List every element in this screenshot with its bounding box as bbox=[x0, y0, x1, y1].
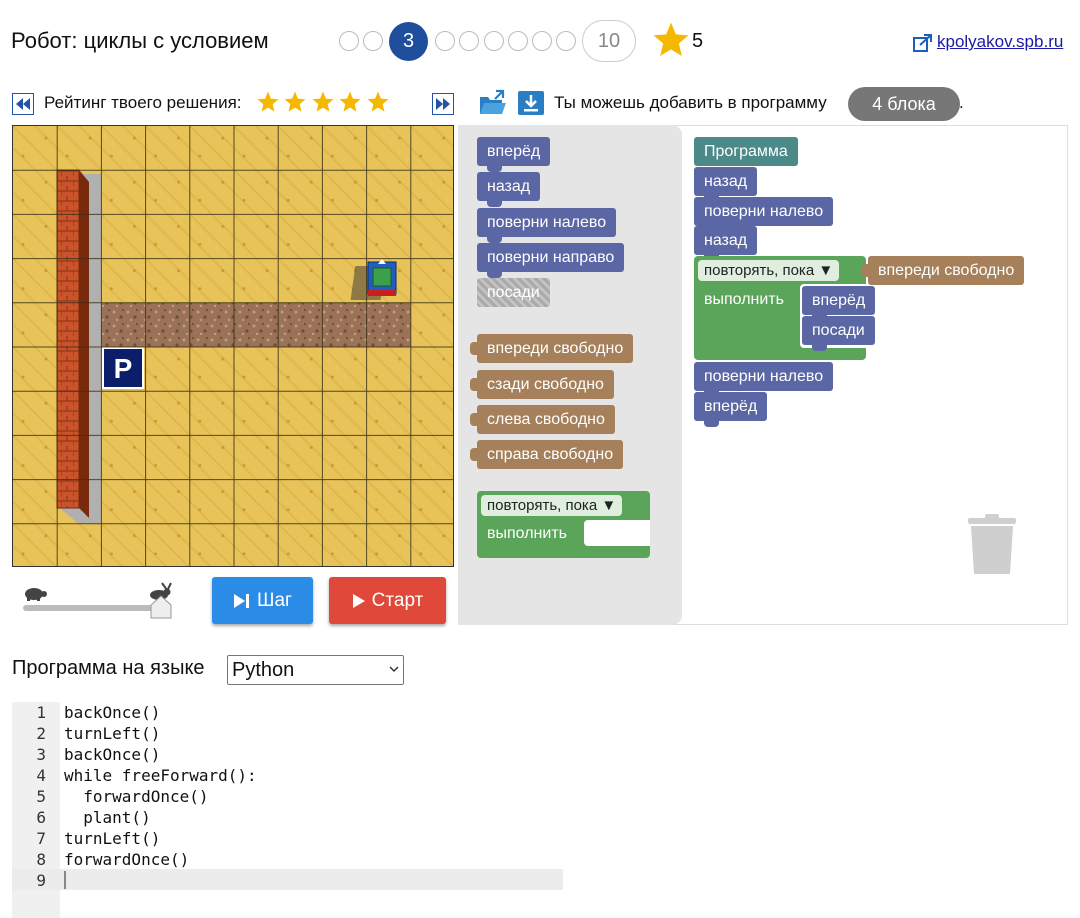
star-icon bbox=[653, 22, 689, 56]
star-icon bbox=[284, 91, 306, 112]
play-icon bbox=[352, 593, 365, 608]
score-value: 5 bbox=[692, 30, 704, 52]
next-level-button[interactable] bbox=[432, 93, 454, 115]
toolbox-block-back[interactable]: назад bbox=[477, 172, 541, 207]
line-number: 9 bbox=[36, 871, 46, 890]
line-number: 1 bbox=[36, 703, 46, 722]
while-do-label: выполнить bbox=[704, 291, 784, 308]
program-block-back[interactable]: назад bbox=[694, 167, 758, 202]
turtle-icon bbox=[25, 588, 47, 601]
while-body-slot bbox=[584, 520, 650, 546]
line-number: 3 bbox=[36, 745, 46, 764]
level-dot[interactable] bbox=[339, 31, 359, 51]
toolbox-block-plant: посади bbox=[477, 278, 550, 307]
code-line[interactable]: turnLeft() bbox=[64, 829, 161, 848]
code-line[interactable]: plant() bbox=[64, 808, 151, 827]
while-do-label: выполнить bbox=[487, 525, 567, 542]
line-number: 6 bbox=[36, 808, 46, 827]
level-dot[interactable] bbox=[363, 31, 383, 51]
step-icon bbox=[234, 593, 250, 608]
text-cursor bbox=[64, 871, 66, 889]
chevron-down-icon bbox=[389, 666, 399, 673]
program-start-block[interactable]: Программа bbox=[694, 137, 798, 166]
field-grid: P bbox=[13, 126, 453, 566]
toolbox-block-free-left[interactable]: слева свободно bbox=[470, 405, 615, 434]
while-condition-label[interactable]: повторять, пока ▼ bbox=[481, 495, 623, 516]
period: . bbox=[959, 93, 964, 112]
program-block-free-forward[interactable]: впереди свободно bbox=[860, 256, 1025, 285]
external-link-icon[interactable] bbox=[912, 33, 934, 53]
add-blocks-label: Ты можешь добавить в программу bbox=[554, 93, 827, 112]
level-dot[interactable] bbox=[508, 31, 528, 51]
level-dot[interactable] bbox=[435, 31, 455, 51]
blocks-left-badge: 4 блока bbox=[848, 87, 960, 121]
save-icon[interactable] bbox=[516, 89, 546, 117]
toolbox-block-turn-right[interactable]: поверни направо bbox=[477, 243, 625, 278]
language-select[interactable]: Python bbox=[227, 655, 404, 685]
step-label: Шаг bbox=[257, 589, 292, 611]
toolbox-block-free-forward[interactable]: впереди свободно bbox=[469, 334, 634, 363]
start-button[interactable]: Старт bbox=[329, 577, 446, 624]
toolbox-block-while[interactable]: повторять, пока ▼ выполнить bbox=[477, 491, 650, 558]
star-icon bbox=[257, 91, 279, 112]
program-block-forward[interactable]: вперёд bbox=[802, 286, 876, 321]
toolbox-block-free-back[interactable]: сзади свободно bbox=[470, 370, 614, 399]
code-line[interactable]: forwardOnce() bbox=[64, 850, 190, 869]
star-icon bbox=[367, 91, 389, 112]
trash-icon[interactable] bbox=[968, 514, 1016, 576]
code-line[interactable]: while freeForward(): bbox=[64, 766, 257, 785]
level-dot[interactable] bbox=[459, 31, 479, 51]
level-last[interactable]: 10 bbox=[582, 20, 636, 62]
code-line[interactable]: turnLeft() bbox=[64, 724, 161, 743]
start-label: Старт bbox=[371, 589, 424, 611]
line-number: 4 bbox=[36, 766, 46, 785]
program-block-forward[interactable]: вперёд bbox=[694, 392, 768, 427]
open-folder-icon[interactable] bbox=[478, 89, 508, 117]
line-number: 2 bbox=[36, 724, 46, 743]
speed-slider-thumb[interactable] bbox=[150, 595, 172, 619]
line-number: 5 bbox=[36, 787, 46, 806]
parking-label: P bbox=[114, 353, 133, 384]
code-line[interactable]: backOnce() bbox=[64, 703, 161, 722]
robot-icon bbox=[350, 259, 397, 300]
robot-field: P bbox=[12, 125, 454, 567]
rewind-icon bbox=[16, 98, 30, 110]
code-line[interactable]: backOnce() bbox=[64, 745, 161, 764]
star-icon bbox=[339, 91, 361, 112]
prev-level-button[interactable] bbox=[12, 93, 34, 115]
while-condition-label[interactable]: повторять, пока ▼ bbox=[698, 260, 840, 281]
program-block-plant[interactable]: посади bbox=[802, 316, 875, 351]
active-line bbox=[12, 869, 563, 890]
toolbox-block-free-right[interactable]: справа свободно bbox=[469, 440, 624, 469]
level-dot[interactable] bbox=[556, 31, 576, 51]
rating-label: Рейтинг твоего решения: bbox=[44, 93, 242, 112]
level-current[interactable]: 3 bbox=[389, 22, 428, 61]
toolbox-block-forward[interactable]: вперёд bbox=[477, 137, 551, 172]
speed-slider[interactable] bbox=[23, 605, 163, 611]
language-label: Программа на языке bbox=[12, 657, 205, 679]
program-block-turn-left[interactable]: поверни налево bbox=[694, 362, 834, 397]
program-block-turn-left[interactable]: поверни налево bbox=[694, 197, 834, 232]
fast-forward-icon bbox=[436, 98, 450, 110]
level-dot[interactable] bbox=[532, 31, 552, 51]
line-number: 8 bbox=[36, 850, 46, 869]
toolbox-block-turn-left[interactable]: поверни налево bbox=[477, 208, 617, 243]
code-line[interactable]: forwardOnce() bbox=[64, 787, 209, 806]
step-button[interactable]: Шаг bbox=[212, 577, 313, 624]
site-link[interactable]: kpolyakov.spb.ru bbox=[937, 32, 1064, 51]
program-block-back[interactable]: назад bbox=[694, 226, 758, 261]
line-number: 7 bbox=[36, 829, 46, 848]
level-dot[interactable] bbox=[484, 31, 504, 51]
page-title: Робот: циклы с условием bbox=[11, 28, 269, 53]
star-icon bbox=[312, 91, 334, 112]
rabbit-icon bbox=[150, 582, 172, 600]
